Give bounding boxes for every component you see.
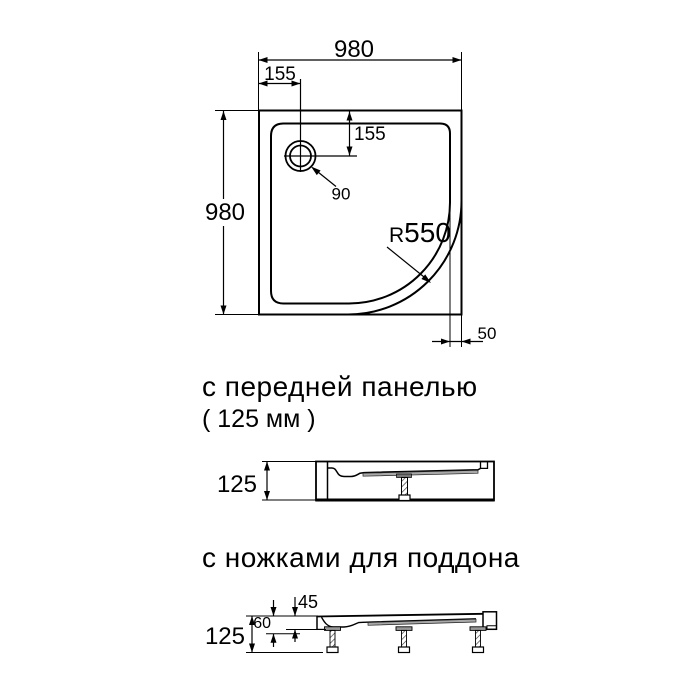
dim-label-corner-radius: R550 <box>389 217 451 248</box>
leg-flange <box>324 626 341 631</box>
dim-panel-height: 125 <box>217 461 316 501</box>
leg-foot <box>471 646 485 654</box>
plan-view: 980 155 980 155 <box>205 36 496 347</box>
dim-plan-height: 980 <box>205 110 258 315</box>
leg-flange <box>469 626 487 631</box>
dim-drain-offset-top: 155 <box>346 111 386 156</box>
dim-rim-width: 50 <box>432 205 496 347</box>
drain-outer-circle <box>284 140 317 172</box>
drain-pipe-foot <box>398 494 411 502</box>
dim-label-drain-diameter: 90 <box>332 185 351 204</box>
leg-threaded-rod <box>401 629 407 648</box>
dim-label-plan-width: 980 <box>334 36 374 63</box>
caption-front-panel-size: ( 125 мм ) <box>202 405 316 433</box>
leg-flange <box>395 626 413 631</box>
dim-label-plan-height: 980 <box>205 199 245 226</box>
radius-prefix: R <box>389 224 404 247</box>
dim-corner-radius: R550 <box>386 217 451 283</box>
leg-threaded-rod <box>475 629 481 648</box>
dim-plan-width: 980 <box>258 36 462 110</box>
right-rim-step <box>479 461 489 470</box>
dim-label-legs-total-height: 125 <box>205 623 245 650</box>
dim-label-drain-offset-top: 155 <box>354 124 386 145</box>
right-rim-block <box>482 611 498 631</box>
dim-label-legs-inner-depth: 45 <box>298 592 318 612</box>
radius-value: 550 <box>404 217 451 248</box>
caption-legs: с ножками для поддона <box>202 542 520 573</box>
dim-label-drain-offset-left: 155 <box>264 64 296 85</box>
tray-surface-section-legs <box>367 618 477 626</box>
leg-threaded-rod <box>329 629 336 648</box>
tray-surface-section <box>362 469 479 477</box>
dim-drain-offset-left: 155 <box>258 64 301 87</box>
dim-legs-total-height: 125 <box>205 616 255 653</box>
drain-flange <box>396 473 412 478</box>
side-view-front-panel: 125 <box>217 460 495 502</box>
tray-outline-square <box>258 109 463 316</box>
tray-rim-top-line <box>316 612 484 618</box>
drain-inner-circle <box>289 144 312 168</box>
leg-middle <box>395 626 413 654</box>
right-rim-block-step <box>486 625 497 630</box>
leg-left <box>324 626 341 654</box>
tray-inner-surface-outline <box>270 122 452 305</box>
dim-label-rim-width: 50 <box>478 324 497 343</box>
caption-front-panel: с передней панелью <box>202 371 478 402</box>
dim-legs-body-height: 60 <box>253 600 277 647</box>
dim-label-panel-height: 125 <box>217 471 257 498</box>
dim-label-legs-body-height: 60 <box>253 615 271 632</box>
leg-foot <box>397 646 411 654</box>
tray-drain-dip-profile <box>320 616 477 628</box>
dim-legs-inner-depth: 45 <box>292 592 318 642</box>
dim-drain-diameter: 90 <box>311 166 351 204</box>
leg-right <box>469 626 487 654</box>
drain-pipe <box>401 477 408 496</box>
leg-foot <box>326 646 339 654</box>
side-view-legs: 125 60 45 <box>205 592 498 654</box>
tray-surface-profile <box>327 467 481 478</box>
